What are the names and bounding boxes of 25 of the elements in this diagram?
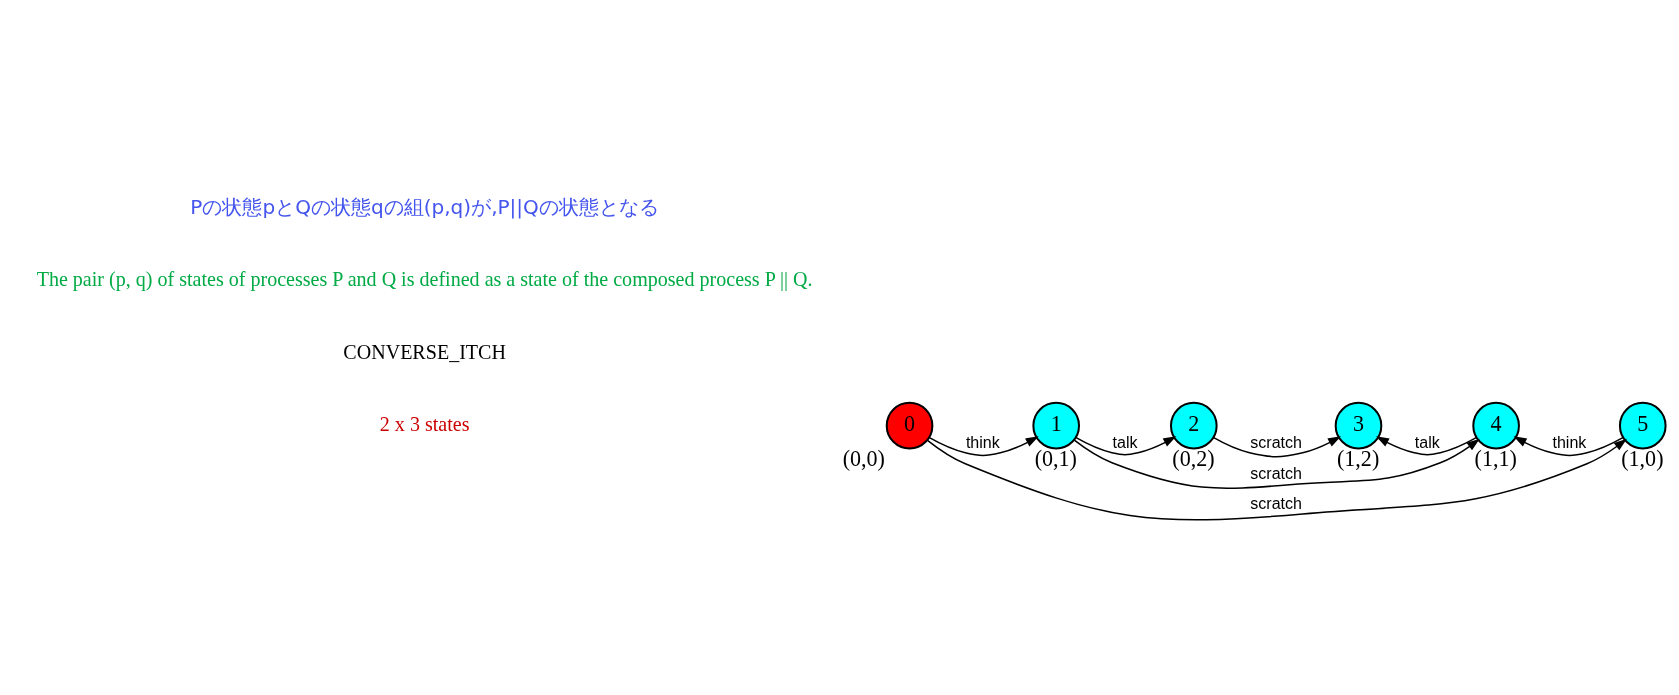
- arrow: [928, 436, 1039, 457]
- arrow: [1073, 438, 1480, 489]
- edge-label: think: [1552, 432, 1587, 451]
- node-circle: 5: [1618, 401, 1667, 450]
- edge-label: talk: [1414, 432, 1440, 451]
- label: Pの状態pとQの状態qの組(p,q)が,P||Qの状態となる: [190, 195, 659, 220]
- label: The pair (p, q) of states of processes P and Q is defined as a state of the composed process P || Q.: [36, 268, 813, 291]
- node-circle: 1: [1032, 401, 1080, 450]
- arrow: [1074, 436, 1177, 456]
- node-circle: 0: [885, 401, 934, 450]
- node-circle: 4: [1472, 401, 1520, 450]
- arrow: [1513, 436, 1625, 457]
- arrow: [1212, 436, 1342, 458]
- label: CONVERSE_ITCH: [343, 340, 506, 363]
- arrow: [1375, 436, 1478, 456]
- label: 2 x 3 states: [379, 412, 470, 435]
- edge-label: scratch: [1250, 493, 1302, 512]
- node-label: (0,0): [842, 446, 885, 472]
- arrow: [926, 438, 1627, 521]
- edge-label: scratch: [1250, 432, 1302, 451]
- edge-label: think: [965, 432, 1000, 451]
- edge-label: talk: [1112, 432, 1138, 451]
- node-circle: 3: [1334, 401, 1383, 450]
- node-circle: 2: [1170, 401, 1218, 450]
- edge-label: scratch: [1250, 463, 1302, 482]
